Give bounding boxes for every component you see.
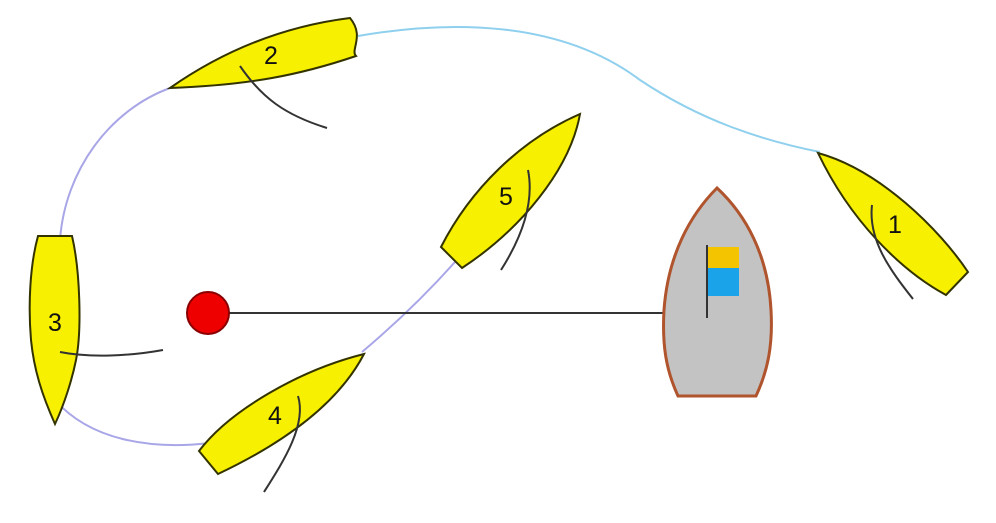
boat-5: 5 (439, 112, 582, 271)
boat-5-sail (500, 169, 531, 271)
boat-3: 3 (28, 235, 164, 427)
course-track-bottom (54, 399, 211, 447)
boat-2-label: 2 (264, 42, 278, 70)
boat-1-label: 1 (888, 211, 902, 239)
boat-4-sail (263, 395, 301, 493)
signal-flag-icon (708, 247, 739, 296)
boat-5-label: 5 (499, 183, 513, 211)
boat-3-sail (59, 349, 164, 357)
course-track-right (357, 25, 821, 153)
boat-3-label: 3 (48, 309, 62, 337)
boat-1-sail (870, 204, 914, 300)
boat-2: 2 (166, 16, 358, 129)
boat-1: 1 (816, 151, 970, 300)
course-track-left (59, 87, 171, 241)
course-track-middle (361, 261, 456, 353)
red-buoy-icon (186, 291, 230, 335)
boat-2-sail (239, 65, 328, 129)
boat-4: 4 (197, 352, 366, 493)
committee-boat-icon (662, 185, 773, 398)
boat-4-label: 4 (268, 402, 282, 430)
